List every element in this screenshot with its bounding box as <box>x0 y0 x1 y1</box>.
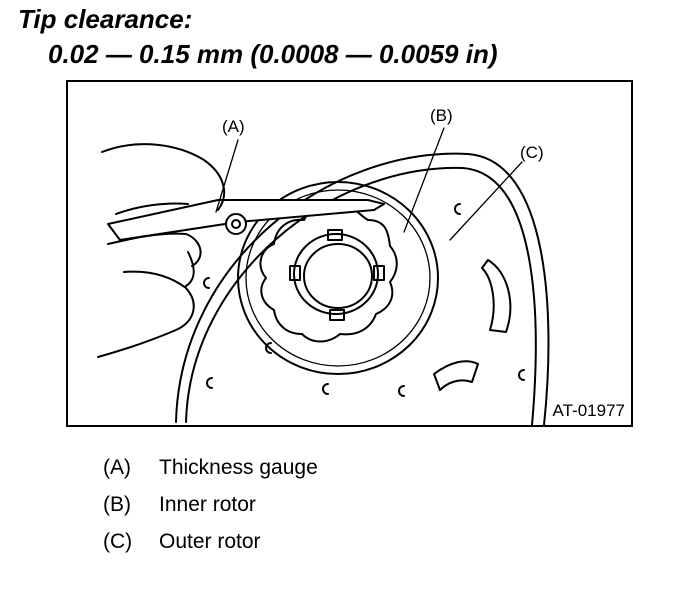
oil-pump-figure: (A) (B) (C) AT-01977 <box>66 80 633 427</box>
bolt-hole-1 <box>203 277 210 289</box>
oil-pump-illustration <box>97 127 550 425</box>
leader-b <box>403 127 445 233</box>
legend-text: Inner rotor <box>159 493 256 516</box>
bolt-hole-2 <box>265 342 272 354</box>
leader-c <box>449 161 523 241</box>
legend-text: Thickness gauge <box>159 456 318 479</box>
leader-a <box>215 139 239 213</box>
legend-key: (C) <box>103 530 133 553</box>
housing-inner-arc <box>185 166 537 425</box>
spec-title: Tip clearance: <box>18 4 193 34</box>
figure-id: AT-01977 <box>552 401 625 420</box>
bolt-hole-5 <box>398 385 405 397</box>
thumb-outline <box>185 251 195 287</box>
drive-tab-right <box>373 265 385 281</box>
oil-port-crescent-upper <box>481 259 512 333</box>
bolt-hole-4 <box>322 383 329 395</box>
drive-tab-bottom <box>329 309 345 321</box>
callout-a: (A) <box>222 117 245 136</box>
inner-rotor-bore <box>293 233 379 315</box>
oil-port-crescent-lower <box>433 360 479 391</box>
drive-tab-top <box>327 229 343 241</box>
legend-key: (B) <box>103 493 131 516</box>
bolt-hole-3 <box>206 377 213 389</box>
outer-rotor-rim <box>245 189 431 367</box>
outer-rotor-outline <box>237 181 439 375</box>
inner-rotor-outline <box>259 200 398 343</box>
callout-c: (C) <box>520 143 544 162</box>
legend-text: Outer rotor <box>159 530 261 553</box>
drive-tab-left <box>289 265 301 281</box>
spec-value: 0.02 — 0.15 mm (0.0008 — 0.0059 in) <box>48 39 498 69</box>
gauge-pivot <box>225 213 247 235</box>
gauge-pivot-center <box>231 219 241 229</box>
hand-outline <box>97 143 226 358</box>
legend-key: (A) <box>103 456 131 479</box>
bolt-hole-6 <box>454 203 461 215</box>
housing-outer-arc <box>175 152 550 425</box>
bolt-hole-7 <box>518 369 525 381</box>
bore-inner-edge <box>303 243 373 309</box>
callout-b: (B) <box>430 106 453 125</box>
